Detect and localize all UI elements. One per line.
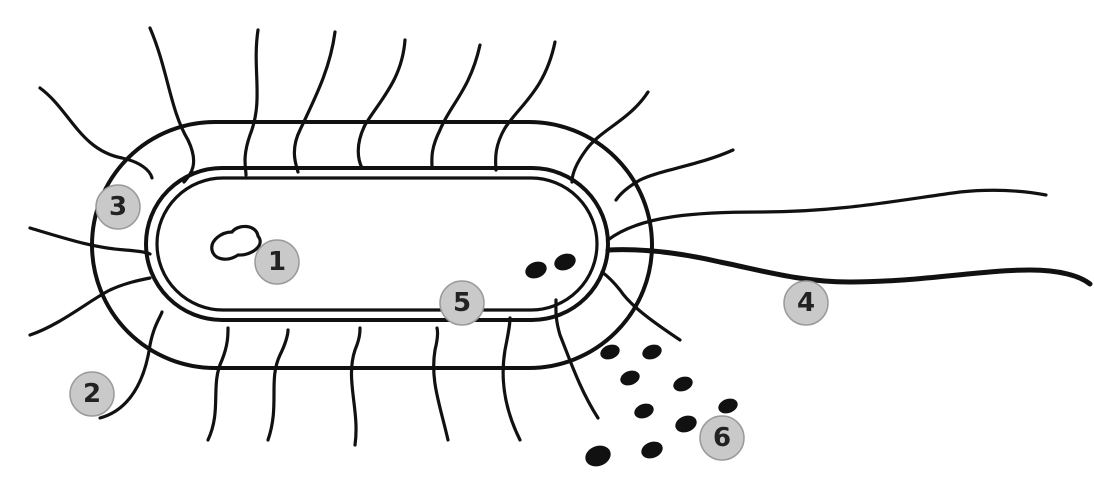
label-badge-1: 1 [255,240,299,284]
svg-text:3: 3 [109,192,127,222]
svg-text:6: 6 [713,423,731,453]
svg-text:2: 2 [83,379,101,409]
label-badge-5: 5 [440,281,484,325]
nucleoid-shape [212,226,260,259]
label-badge-3: 3 [96,185,140,229]
svg-text:1: 1 [268,247,286,277]
inclusion-granules [523,251,578,282]
cell-wall-outline [146,168,608,320]
label-badge-2: 2 [70,372,114,416]
svg-text:5: 5 [453,288,471,318]
label-badge-6: 6 [700,416,744,460]
svg-text:4: 4 [797,288,815,318]
label-badge-4: 4 [784,281,828,325]
capsule-outline [92,122,652,368]
cell-membrane-outline [157,178,597,310]
flagellum [608,190,1090,284]
